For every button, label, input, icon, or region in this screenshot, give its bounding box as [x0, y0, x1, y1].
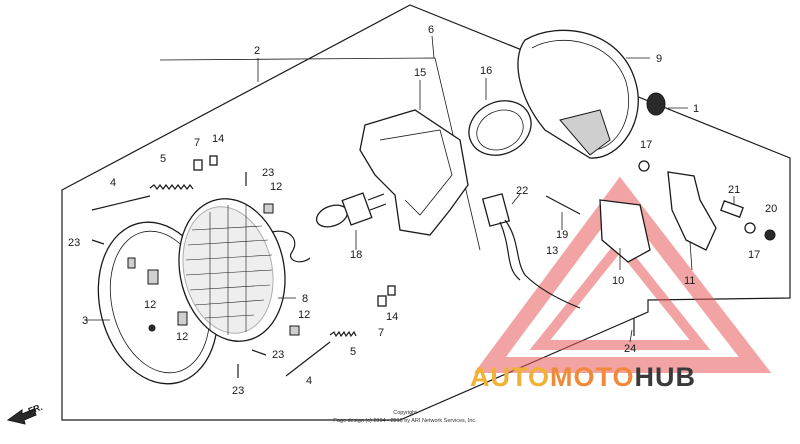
- callout-5-top: 5: [160, 153, 166, 165]
- screw-23b: [91, 239, 105, 245]
- watermark-moto: MOTO: [550, 362, 635, 392]
- clip-12a: [263, 203, 274, 214]
- callout-12c: 12: [176, 331, 188, 343]
- grommet: [646, 92, 666, 116]
- callout-23d: 23: [232, 385, 244, 397]
- callout-13: 13: [546, 245, 558, 257]
- callout-4-top: 4: [110, 177, 116, 189]
- socket-ring: [468, 100, 532, 156]
- screw-4-top: [91, 195, 151, 211]
- callout-14-top: 14: [212, 133, 224, 145]
- callout-23a: 23: [262, 167, 274, 179]
- callout-12b: 12: [144, 299, 156, 311]
- headlight-bracket: [359, 109, 469, 236]
- nut-14-top: [209, 155, 218, 166]
- headlight-lens-unit: [178, 198, 311, 342]
- callout-3: 3: [82, 315, 88, 327]
- callout-20: 20: [765, 203, 777, 215]
- screw-23c: [251, 349, 267, 356]
- mount-stay-right: [667, 171, 717, 251]
- callout-9: 9: [656, 53, 662, 65]
- callout-1: 1: [693, 103, 699, 115]
- callout-21: 21: [728, 184, 740, 196]
- callout-17-top: 17: [640, 139, 652, 151]
- leader-lines: [86, 35, 735, 343]
- callout-18: 18: [350, 249, 362, 261]
- mount-stay-left: [599, 199, 651, 263]
- callout-15: 15: [414, 67, 426, 79]
- headlight-bulb: [315, 192, 387, 228]
- callout-23b: 23: [68, 237, 80, 249]
- callout-17-bottom: 17: [748, 249, 760, 261]
- nut-20: [764, 229, 776, 241]
- callout-16: 16: [480, 65, 492, 77]
- callout-5-bottom: 5: [350, 346, 356, 358]
- callout-7-top: 7: [194, 137, 200, 149]
- clip-12b: [289, 325, 300, 336]
- bulb-socket-wiring: [481, 193, 581, 309]
- callout-22: 22: [516, 185, 528, 197]
- watermark-auto: AUTO: [470, 362, 551, 392]
- callout-24: 24: [624, 343, 636, 355]
- callout-14-bottom: 14: [386, 311, 398, 323]
- copyright-line-1: Copyright: [393, 410, 417, 416]
- front-direction-arrow: [6, 408, 37, 425]
- callout-12a: 12: [270, 181, 282, 193]
- nut-7-bottom: [377, 295, 387, 307]
- copyright-line-2: Page design (c) 2004 - 2016 by ARI Netwo…: [333, 418, 477, 424]
- callout-19: 19: [556, 229, 568, 241]
- washer-17b: [744, 222, 756, 234]
- callout-23c: 23: [272, 349, 284, 361]
- callout-8: 8: [302, 293, 308, 305]
- screw-4-bottom: [285, 341, 331, 377]
- spring-5-bottom: [329, 330, 357, 338]
- callout-11: 11: [684, 275, 695, 287]
- watermark-logo: AUTOMOTOHUB: [470, 362, 696, 393]
- callout-2: 2: [254, 45, 260, 57]
- callout-12d: 12: [298, 309, 310, 321]
- headlight-case: [517, 29, 639, 159]
- callout-labels: 1 2 3 4 4 5 5 6 7 7 8 9 10 11 12 12 12 1…: [68, 24, 777, 397]
- nut-14-bottom: [387, 285, 396, 296]
- collar-21: [720, 200, 744, 218]
- callout-6: 6: [428, 24, 434, 36]
- spring-5-top: [149, 184, 194, 190]
- watermark-triangle: [474, 176, 772, 373]
- callout-10: 10: [612, 275, 624, 287]
- nut-7-top: [193, 159, 203, 171]
- washer-17a: [638, 160, 650, 172]
- watermark-hub: HUB: [634, 362, 697, 392]
- callout-7-bottom: 7: [378, 327, 384, 339]
- callout-4-bottom: 4: [306, 375, 312, 387]
- bolt-19: [545, 195, 581, 215]
